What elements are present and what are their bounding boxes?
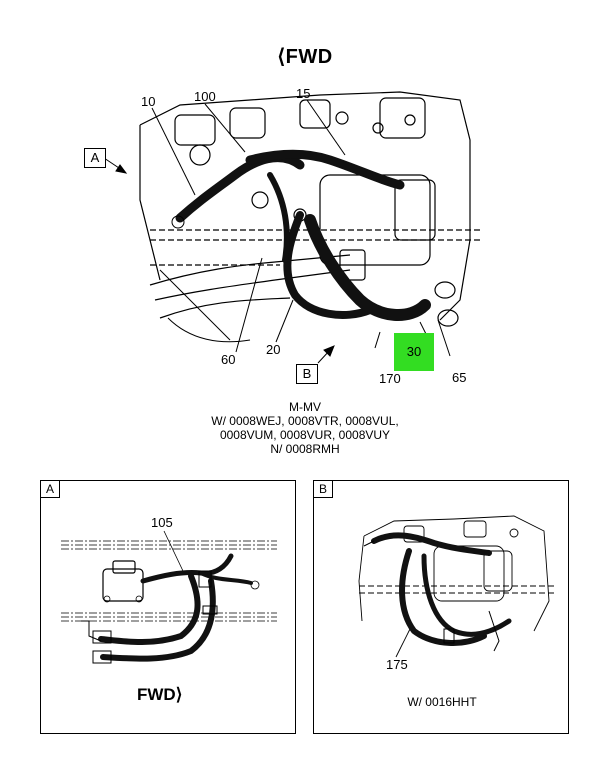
panel-b-caption: W/ 0016HHT xyxy=(407,695,477,709)
callout-100: 100 xyxy=(194,89,216,104)
callout-170: 170 xyxy=(379,371,401,386)
callout-60: 60 xyxy=(221,352,236,367)
callout-65: 65 xyxy=(452,370,467,385)
detail-panel-b: B 175 W/ 0016HHT xyxy=(313,480,569,734)
fwd-indicator-top: ⟨FWD xyxy=(0,44,610,69)
callout-15: 15 xyxy=(296,86,311,101)
callout-175: 175 xyxy=(386,657,408,672)
callout-10: 10 xyxy=(141,94,156,109)
detail-panel-a: A 105 FW xyxy=(40,480,296,734)
fwd-arrow-icon: ⟨ xyxy=(277,46,286,68)
view-ref-a: A xyxy=(84,148,106,168)
fwd-label: FWD xyxy=(285,46,333,68)
panel-a-drawing xyxy=(61,530,277,664)
fwd-arrow-icon: ⟩ xyxy=(175,685,183,704)
caption-line-1: M-MV xyxy=(289,400,321,414)
panel-a-fwd-indicator: FWD⟩ xyxy=(137,685,182,705)
panel-a-tag: A xyxy=(40,480,60,498)
main-caption: M-MV W/ 0008WEJ, 0008VTR, 0008VUL, 0008V… xyxy=(0,400,610,456)
callout-20: 20 xyxy=(266,342,281,357)
caption-line-2: W/ 0008WEJ, 0008VTR, 0008VUL, xyxy=(211,414,399,428)
panel-b-drawing xyxy=(358,515,554,658)
caption-line-4: N/ 0008RMH xyxy=(270,442,340,456)
callout-30-highlighted: 30 xyxy=(394,333,434,371)
panel-b-tag: B xyxy=(313,480,333,498)
view-ref-b: B xyxy=(296,364,318,384)
caption-line-3: 0008VUM, 0008VUR, 0008VUY xyxy=(219,428,391,442)
callout-105: 105 xyxy=(151,515,173,530)
panel-a-fwd-label: FWD xyxy=(137,685,176,704)
